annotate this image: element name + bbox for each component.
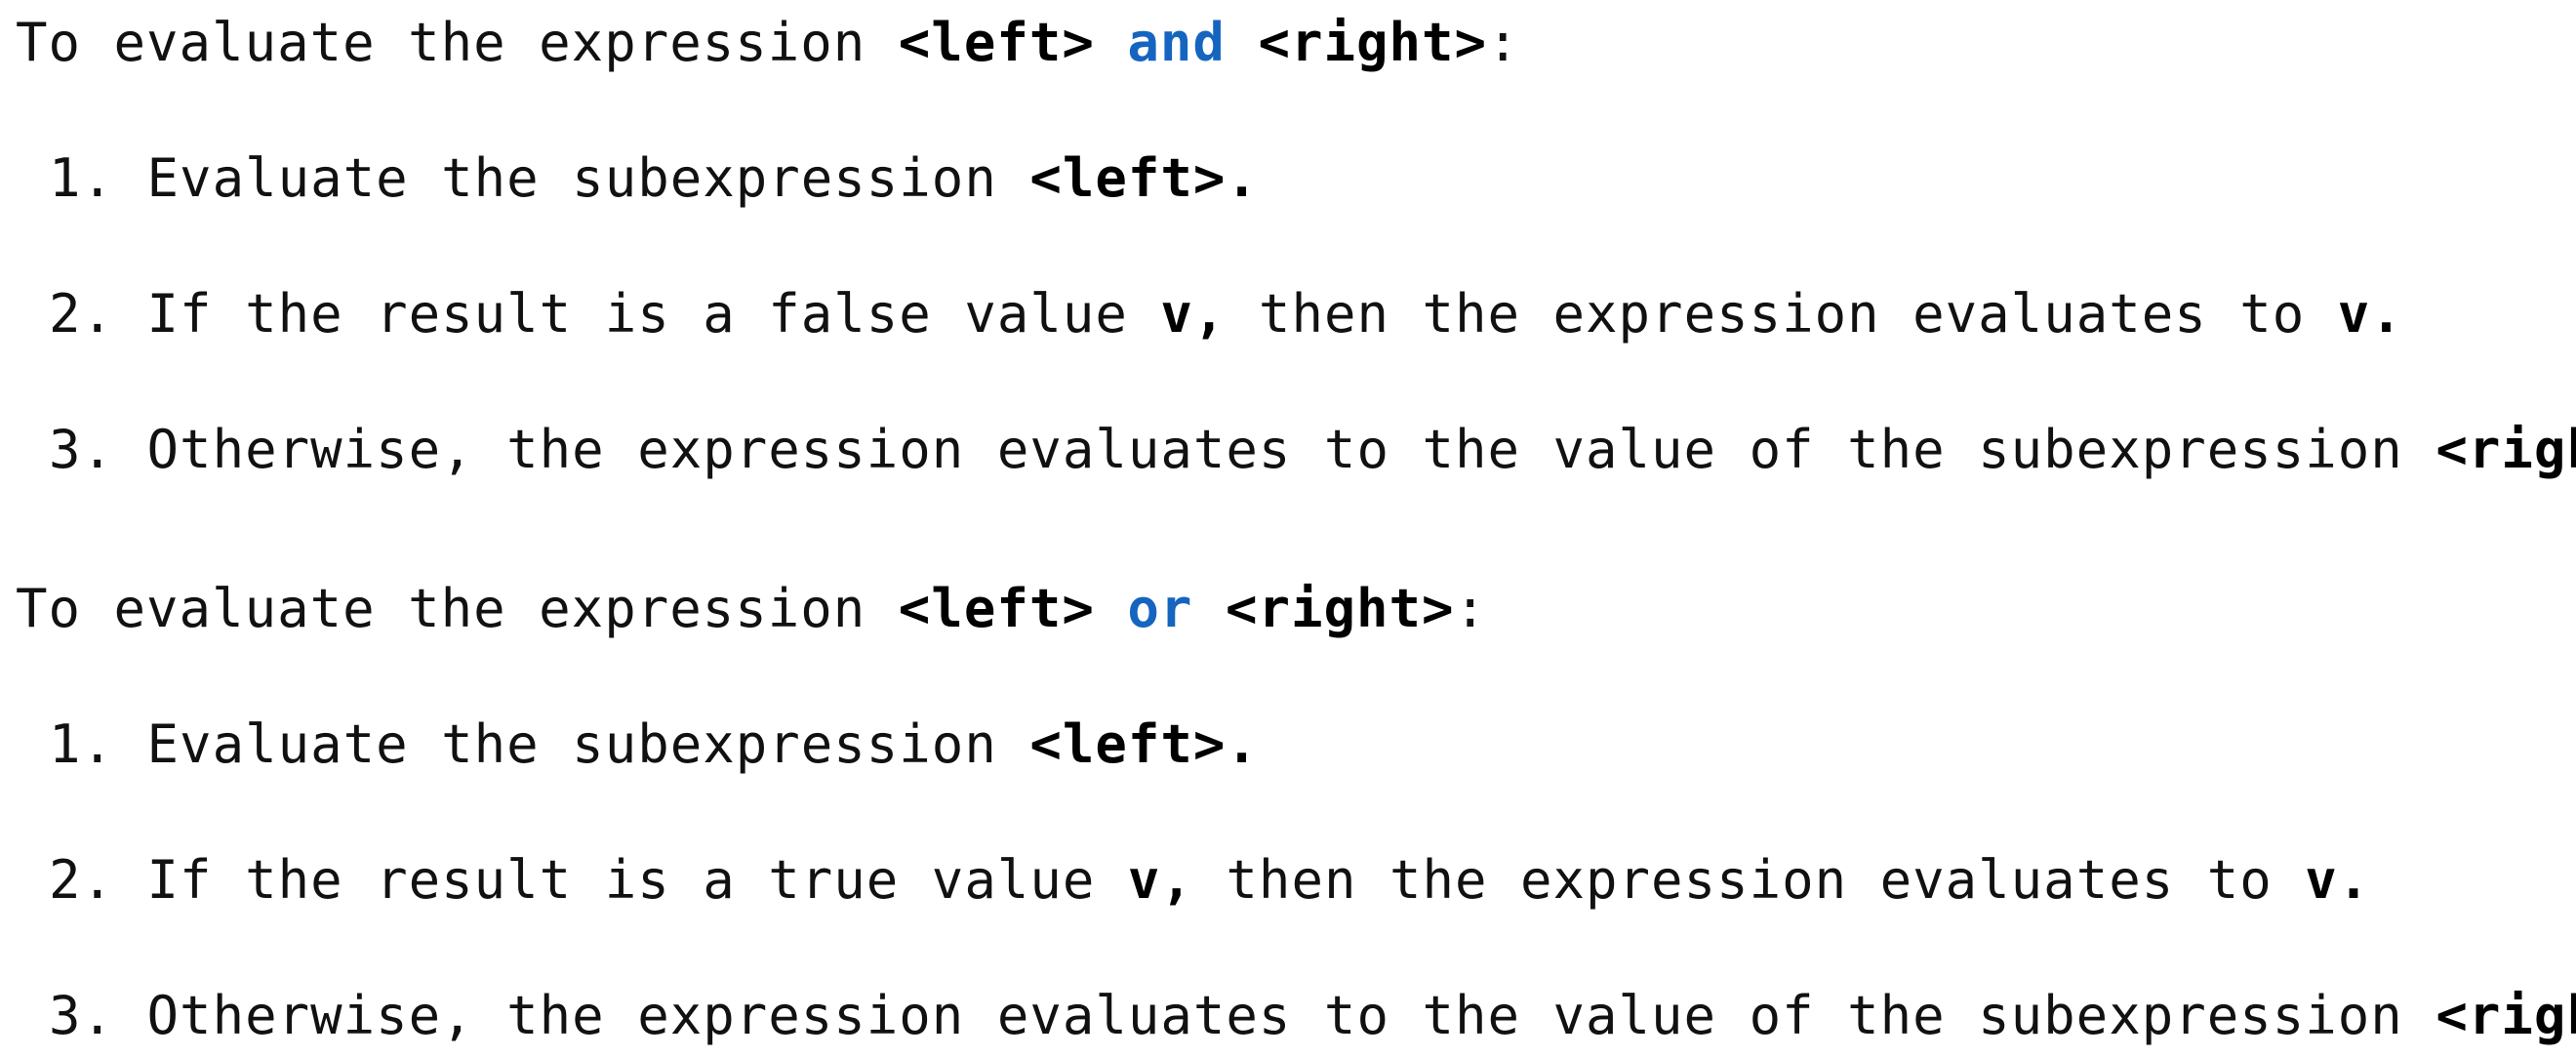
step-number: 1. [49, 713, 147, 775]
spacer [1226, 12, 1259, 73]
step-number: 1. [49, 147, 147, 209]
left-operand: <left> [898, 12, 1095, 73]
value-v: v, [1160, 283, 1227, 345]
spacer [1192, 578, 1226, 639]
step-number: 2. [49, 849, 147, 911]
or-step-2: 2. If the result is a true value v, then… [49, 849, 2370, 912]
and-step-1: 1. Evaluate the subexpression <left>. [49, 147, 1259, 210]
step-text: Evaluate the subexpression [146, 713, 1030, 775]
or-keyword: or [1127, 578, 1193, 639]
step-text: then the expression evaluates to [1192, 849, 2306, 911]
heading-colon: : [1487, 12, 1520, 73]
step-text: If the result is a false value [146, 283, 1161, 345]
value-v: v. [2337, 283, 2403, 345]
step-code: <right>. [2435, 985, 2576, 1046]
spacer [1095, 578, 1128, 639]
right-operand: <right> [1225, 578, 1455, 639]
step-code: <left>. [1029, 147, 1259, 209]
step-code: <right>. [2435, 419, 2576, 480]
step-text: Otherwise, the expression evaluates to t… [146, 419, 2436, 480]
and-step-3: 3. Otherwise, the expression evaluates t… [49, 419, 2576, 481]
step-text: Evaluate the subexpression [146, 147, 1030, 209]
step-text: Otherwise, the expression evaluates to t… [146, 985, 2436, 1046]
spacer [1095, 12, 1128, 73]
step-number: 3. [49, 985, 147, 1046]
or-step-3: 3. Otherwise, the expression evaluates t… [49, 985, 2576, 1047]
step-text: If the result is a true value [146, 849, 1128, 911]
step-number: 2. [49, 283, 147, 345]
heading-text: To evaluate the expression [16, 578, 899, 639]
value-v: v, [1127, 849, 1193, 911]
value-v: v. [2305, 849, 2371, 911]
step-number: 3. [49, 419, 147, 480]
or-step-1: 1. Evaluate the subexpression <left>. [49, 713, 1259, 776]
and-heading: To evaluate the expression <left> and <r… [16, 12, 1520, 74]
and-step-2: 2. If the result is a false value v, the… [49, 283, 2403, 346]
right-operand: <right> [1258, 12, 1488, 73]
or-heading: To evaluate the expression <left> or <ri… [16, 578, 1487, 640]
and-keyword: and [1127, 12, 1226, 73]
left-operand: <left> [898, 578, 1095, 639]
heading-colon: : [1454, 578, 1488, 639]
heading-text: To evaluate the expression [16, 12, 899, 73]
step-text: then the expression evaluates to [1226, 283, 2338, 345]
step-code: <left>. [1029, 713, 1259, 775]
